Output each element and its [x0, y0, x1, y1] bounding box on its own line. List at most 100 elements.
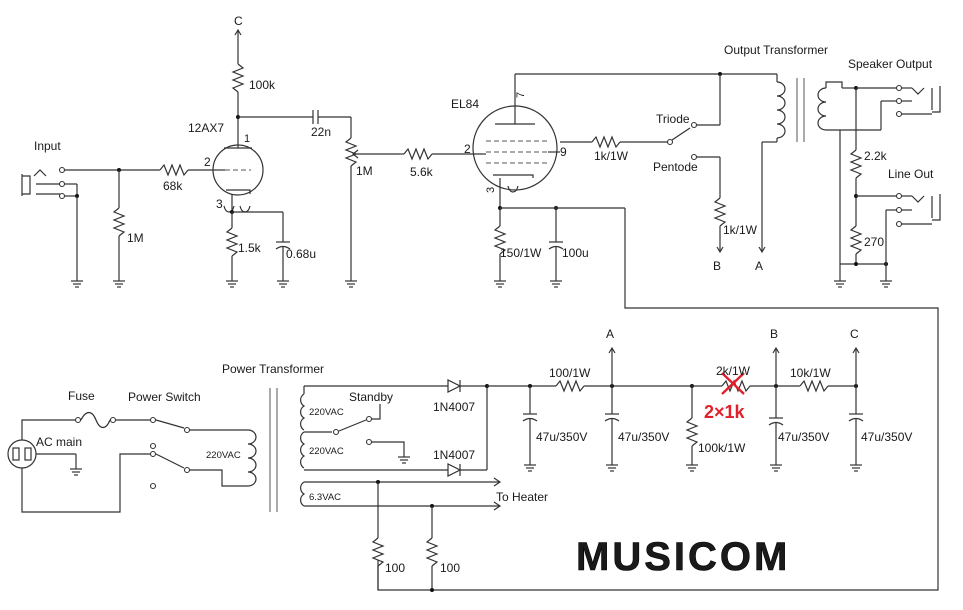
label-270: 270: [864, 235, 884, 249]
label-input: Input: [34, 139, 61, 153]
diode-2: [447, 463, 487, 477]
label-150-1w: 150/1W: [500, 246, 542, 260]
label-fuse: Fuse: [68, 389, 95, 403]
label-22n: 22n: [311, 125, 331, 139]
label-node-c-top: C: [234, 14, 243, 28]
label-1m-pot: 1M: [356, 164, 373, 178]
capacitor-22n: [238, 110, 351, 124]
label-power-switch: Power Switch: [128, 390, 201, 404]
label-el84: EL84: [451, 97, 479, 111]
label-node-c-2: C: [850, 327, 859, 341]
capacitor-47u-3: [768, 386, 784, 472]
label-pin-7: 7: [515, 92, 527, 98]
line-out-jack: [856, 192, 941, 264]
label-triode: Triode: [656, 112, 690, 126]
label-power-transformer: Power Transformer: [222, 362, 324, 376]
resistor-2k-1w: [692, 379, 800, 393]
label-pin-9: 9: [560, 145, 567, 159]
diode-1: [447, 379, 487, 393]
b-plus-supply: [487, 347, 864, 472]
resistor-1k-screen: [591, 135, 668, 149]
tube-el84: [472, 74, 560, 208]
speaker-output-jack: [854, 84, 941, 150]
power-transformer-secondary: [300, 385, 502, 511]
resistor-1-5k: [225, 212, 239, 288]
label-100u: 100u: [562, 246, 589, 260]
label-line-out: Line Out: [888, 167, 934, 181]
potentiometer-1m: [344, 117, 400, 288]
output-transformer: [758, 74, 856, 253]
label-1k-screen: 1k/1W: [594, 149, 629, 163]
label-node-a-1: A: [755, 259, 763, 273]
label-pin-3a: 3: [216, 197, 223, 211]
label-100k: 100k: [249, 78, 276, 92]
label-ac-main: AC main: [36, 435, 82, 449]
label-node-a-2: A: [606, 327, 614, 341]
label-5-6k: 5.6k: [410, 165, 434, 179]
label-2k-1w: 2k/1W: [716, 364, 751, 378]
standby-switch: [332, 404, 411, 464]
label-pin-1: 1: [244, 133, 250, 145]
preamp-stage: [21, 29, 400, 288]
label-diode-1: 1N4007: [433, 400, 475, 414]
capacitor-47u-1: [522, 386, 538, 472]
label-1-5k: 1.5k: [238, 241, 262, 255]
labels: C 100k 12AX7 1 2 3 22n Input 68k 1M 1M 1…: [34, 14, 934, 579]
resistor-68k: [159, 163, 216, 177]
resistor-1k-b: [713, 197, 727, 253]
triode-pentode-switch: [666, 74, 721, 198]
label-68k: 68k: [163, 179, 183, 193]
label-2-2k: 2.2k: [864, 149, 888, 163]
resistor-100-1w: [555, 379, 692, 393]
fuse: [74, 411, 150, 429]
label-to-heater: To Heater: [496, 490, 548, 504]
resistor-100k: [231, 29, 245, 93]
resistor-150: [493, 208, 507, 288]
label-1m-input: 1M: [127, 231, 144, 245]
label-0-68u: 0.68u: [286, 247, 316, 261]
label-10k-1w: 10k/1W: [790, 366, 831, 380]
mains-section: [7, 379, 502, 592]
input-jack: [21, 166, 160, 288]
line-out-divider: [833, 130, 893, 288]
power-switch: [149, 416, 191, 490]
brand-logo-musicom: MUSICOM: [576, 535, 790, 579]
resistor-1m-input: [112, 170, 126, 288]
label-node-b-2: B: [770, 327, 778, 341]
red-modification-mark: [721, 372, 745, 395]
label-100-1w: 100/1W: [549, 366, 591, 380]
label-220vac-b: 220VAC: [309, 446, 344, 457]
resistor-100-b: [425, 506, 439, 590]
label-220vac-switch: 220VAC: [206, 450, 241, 461]
label-pentode: Pentode: [653, 160, 698, 174]
label-47u-3: 47u/350V: [778, 430, 829, 444]
label-100-a: 100: [385, 561, 405, 575]
label-100-b: 100: [440, 561, 460, 575]
capacitor-100u: [548, 208, 564, 288]
label-pin-3b: 3: [485, 187, 497, 193]
resistor-100k-1w: [685, 386, 699, 472]
label-6-3vac: 6.3VAC: [309, 492, 341, 503]
label-speaker-output: Speaker Output: [848, 57, 933, 71]
label-12ax7: 12AX7: [188, 121, 224, 135]
label-220vac-a: 220VAC: [309, 407, 344, 418]
label-pin-2a: 2: [204, 155, 211, 169]
capacitor-47u-4: [848, 386, 864, 472]
label-mod-note: 2×1k: [704, 402, 746, 422]
label-pin-2b: 2: [464, 142, 471, 156]
label-1k-b: 1k/1W: [723, 223, 758, 237]
label-47u-2: 47u/350V: [618, 430, 669, 444]
label-standby: Standby: [349, 390, 393, 404]
ac-main-socket: [7, 439, 37, 469]
resistor-10k-1w: [799, 379, 856, 393]
label-47u-4: 47u/350V: [861, 430, 912, 444]
capacitor-0-68u: [275, 212, 291, 288]
label-100k-1w: 100k/1W: [698, 441, 746, 455]
label-node-b-1: B: [713, 259, 721, 273]
resistor-100-a: [371, 482, 385, 590]
label-47u-1: 47u/350V: [536, 430, 587, 444]
label-diode-2: 1N4007: [433, 448, 475, 462]
power-transformer-primary: [247, 388, 278, 512]
capacitor-47u-2: [604, 386, 620, 472]
